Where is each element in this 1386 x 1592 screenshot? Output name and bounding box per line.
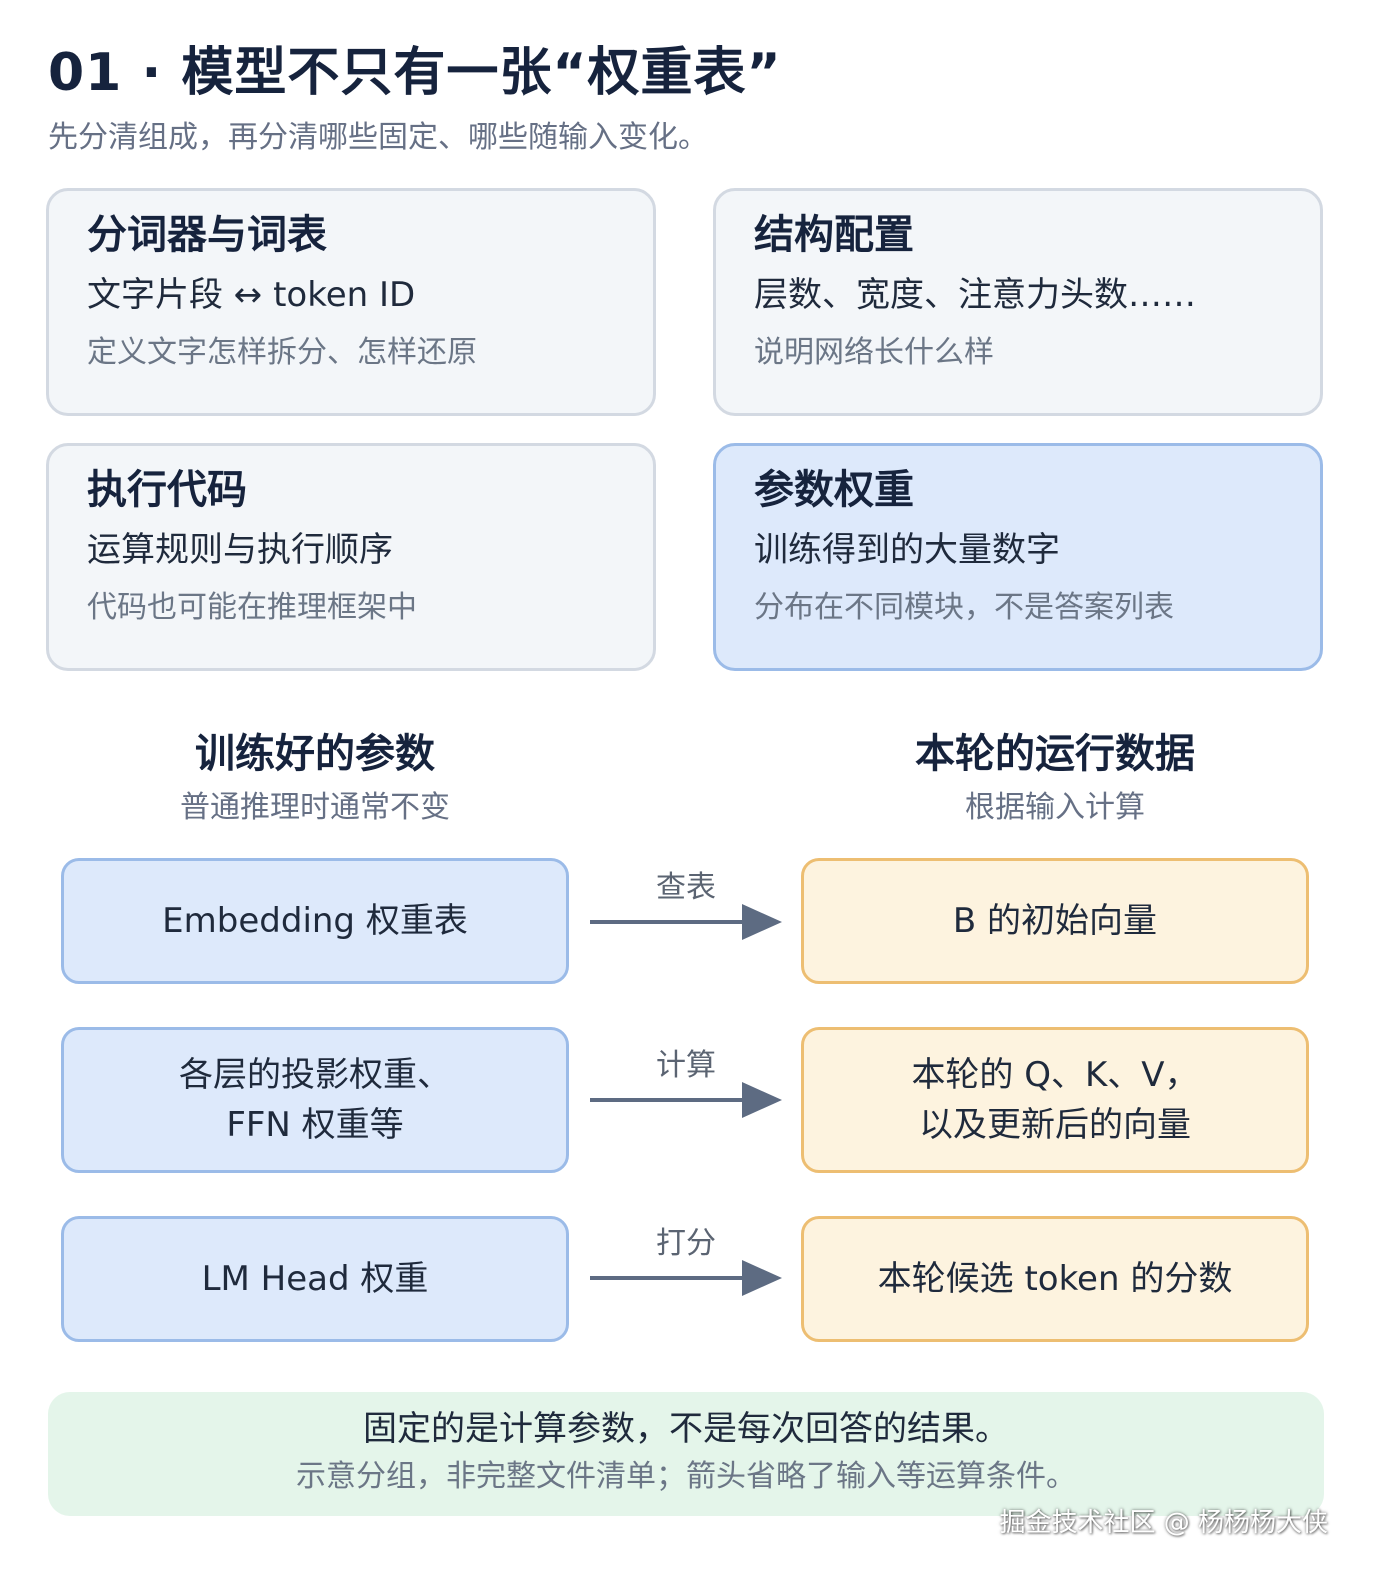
runtime-box-qkv: 本轮的 Q、K、V， 以及更新后的向量: [801, 1027, 1309, 1173]
card-sub-text: 定义文字怎样拆分、怎样还原: [87, 335, 477, 370]
card-main-text: 运算规则与执行顺序: [87, 530, 393, 570]
runtime-box-label: 本轮候选 token 的分数: [877, 1259, 1233, 1299]
card-main-text: 层数、宽度、注意力头数……: [754, 275, 1196, 315]
card-parameter-weights: 参数权重 训练得到的大量数字 分布在不同模块，不是答案列表: [713, 443, 1323, 671]
note-main-text: 固定的是计算参数，不是每次回答的结果。: [363, 1409, 1009, 1449]
column-subtitle: 普通推理时通常不变: [180, 790, 450, 825]
column-title: 本轮的运行数据: [915, 731, 1195, 777]
page-subtitle: 先分清组成，再分清哪些固定、哪些随输入变化。: [48, 120, 708, 155]
column-title: 训练好的参数: [195, 731, 435, 777]
arrow-label: 查表: [656, 870, 716, 905]
param-box-label: Embedding 权重表: [162, 901, 468, 941]
card-sub-text: 说明网络长什么样: [754, 335, 994, 370]
flow-arrow-lookup: 查表: [588, 862, 784, 952]
card-main-text: 训练得到的大量数字: [754, 530, 1060, 570]
card-title: 参数权重: [754, 467, 914, 513]
card-title: 执行代码: [87, 467, 247, 513]
card-title: 结构配置: [754, 212, 914, 258]
note-caption: 示意分组，非完整文件清单；箭头省略了输入等运算条件。: [296, 1459, 1076, 1494]
runtime-box-label: 本轮的 Q、K、V， 以及更新后的向量: [911, 1055, 1199, 1145]
summary-note: 固定的是计算参数，不是每次回答的结果。 示意分组，非完整文件清单；箭头省略了输入…: [48, 1392, 1324, 1516]
runtime-box-label: B 的初始向量: [952, 901, 1158, 941]
param-box-projection-ffn: 各层的投影权重、 FFN 权重等: [61, 1027, 569, 1173]
card-title: 分词器与词表: [87, 212, 327, 258]
arrow-right-icon: [590, 1260, 782, 1296]
watermark: 掘金技术社区 @ 杨杨杨大侠: [999, 1508, 1328, 1538]
card-sub-text: 分布在不同模块，不是答案列表: [754, 590, 1174, 625]
flow-arrow-compute: 计算: [588, 1040, 784, 1130]
column-header-runtime-data: 本轮的运行数据 根据输入计算: [795, 728, 1315, 828]
arrow-right-icon: [590, 904, 782, 940]
card-tokenizer: 分词器与词表 文字片段 ↔ token ID 定义文字怎样拆分、怎样还原: [46, 188, 656, 416]
card-execution-code: 执行代码 运算规则与执行顺序 代码也可能在推理框架中: [46, 443, 656, 671]
param-box-lm-head: LM Head 权重: [61, 1216, 569, 1342]
page-title: 01 · 模型不只有一张“权重表”: [48, 43, 782, 103]
column-header-parameters: 训练好的参数 普通推理时通常不变: [55, 728, 575, 828]
arrow-label: 打分: [656, 1226, 716, 1261]
param-box-embedding: Embedding 权重表: [61, 858, 569, 984]
card-architecture-config: 结构配置 层数、宽度、注意力头数…… 说明网络长什么样: [713, 188, 1323, 416]
flow-arrow-score: 打分: [588, 1218, 784, 1308]
card-sub-text: 代码也可能在推理框架中: [87, 590, 417, 625]
column-subtitle: 根据输入计算: [965, 790, 1145, 825]
param-box-label: 各层的投影权重、 FFN 权重等: [179, 1055, 451, 1145]
arrow-label: 计算: [656, 1048, 716, 1083]
card-main-text: 文字片段 ↔ token ID: [87, 275, 416, 315]
runtime-box-initial-vector: B 的初始向量: [801, 858, 1309, 984]
param-box-label: LM Head 权重: [201, 1259, 429, 1299]
arrow-right-icon: [590, 1082, 782, 1118]
runtime-box-token-scores: 本轮候选 token 的分数: [801, 1216, 1309, 1342]
